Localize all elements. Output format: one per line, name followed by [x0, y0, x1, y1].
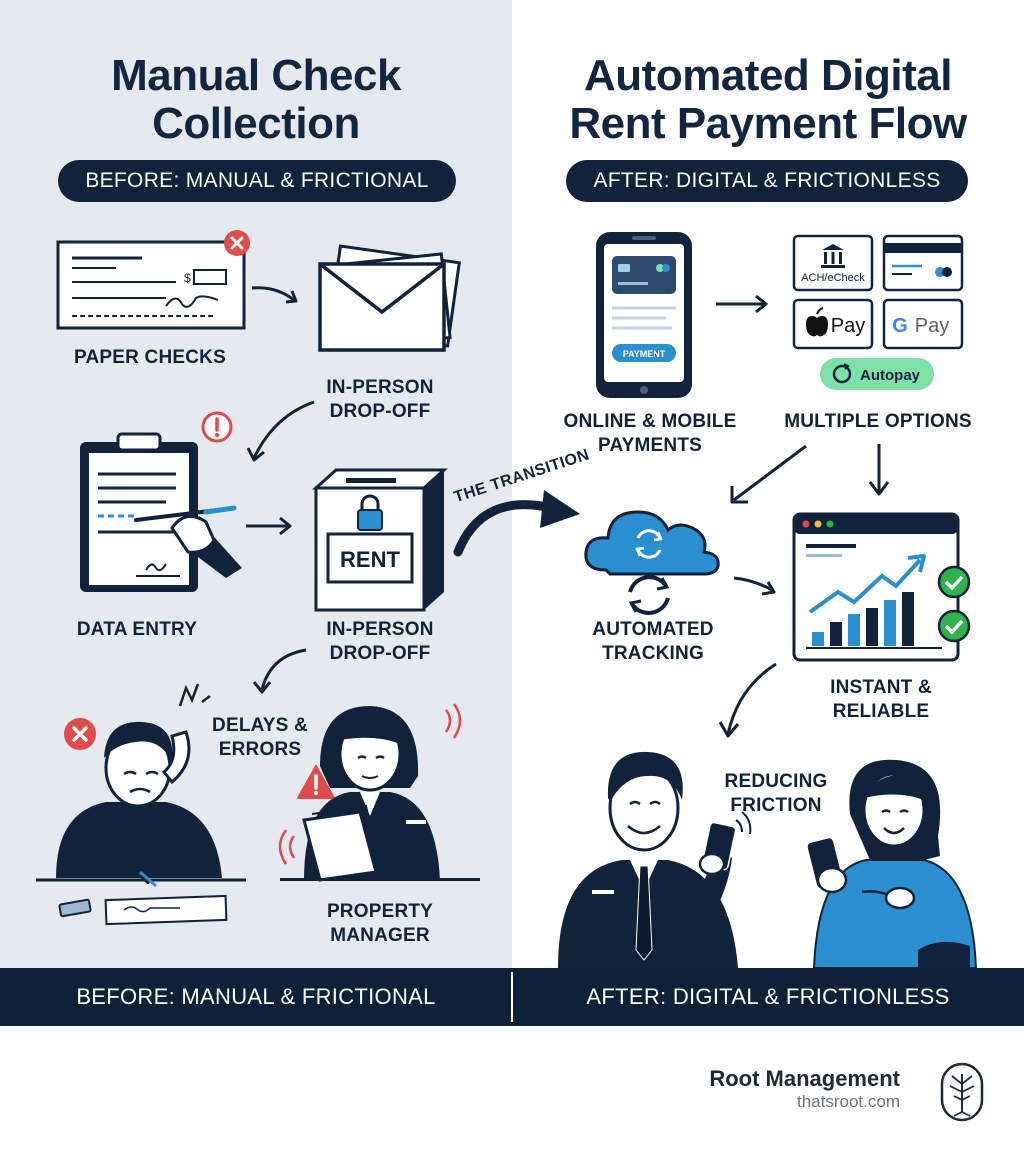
online-line2: PAYMENTS [597, 435, 702, 456]
label-reducing-friction: REDUCING FRICTION [716, 770, 836, 818]
clipboard-illustration [80, 432, 242, 592]
dropoff-1-line2: DROP-OFF [329, 401, 431, 422]
property-manager-illustration [278, 703, 462, 882]
transition-arrow [453, 490, 580, 557]
before-pill: BEFORE: MANUAL & FRICTIONAL [58, 160, 456, 202]
dashboard-illustration [792, 512, 971, 662]
arrow-icon [733, 576, 776, 596]
label-in-person-dropoff-2: IN-PERSON DROP-OFF [300, 618, 460, 666]
google-pay-label: Pay [915, 315, 949, 337]
autopay-label: Autopay [860, 367, 921, 384]
label-delays-errors: DELAYS & ERRORS [200, 714, 320, 762]
label-automated-tracking: AUTOMATED TRACKING [568, 618, 738, 666]
paper-check-illustration: $ [56, 240, 246, 330]
online-line1: ONLINE & MOBILE [563, 411, 737, 432]
label-multiple-options: MULTIPLE OPTIONS [784, 411, 972, 432]
brand-url: thatsroot.com [797, 1092, 900, 1111]
tracking-line2: TRACKING [602, 643, 704, 664]
footer-after-label: AFTER: DIGITAL & FRICTIONLESS [586, 984, 950, 1009]
google-g-icon: G [892, 315, 908, 337]
arrow-icon [718, 662, 777, 738]
delays-line1: DELAYS & [212, 715, 308, 736]
arrow-icon [246, 400, 315, 462]
dropoff-2-line1: IN-PERSON [326, 619, 434, 640]
label-instant-reliable: INSTANT & RELIABLE [806, 676, 956, 724]
arrow-icon [730, 444, 807, 504]
arrow-icon [251, 286, 298, 304]
arrow-icon [868, 444, 890, 496]
arrow-icon [246, 516, 292, 536]
label-paper-checks: PAPER CHECKS [74, 347, 226, 368]
after-title: Automated Digital Rent Payment Flow [512, 52, 1024, 148]
friction-line1: REDUCING [724, 771, 828, 792]
phone-payment-button: PAYMENT [623, 349, 666, 359]
payment-options-illustration: ACH/eCheck Pay G Pay Autopay [792, 234, 964, 390]
after-title-line1: Automated Digital [584, 51, 952, 100]
before-title-line2: Collection [152, 99, 360, 148]
instant-line2: RELIABLE [832, 701, 930, 722]
label-data-entry: DATA ENTRY [76, 619, 198, 640]
delays-line2: ERRORS [218, 739, 302, 760]
brand-name: Root Management [709, 1066, 900, 1091]
after-title-line2: Rent Payment Flow [569, 99, 967, 148]
error-x-icon [64, 718, 96, 750]
check-dollar-sign: $ [184, 271, 191, 285]
warning-icon [297, 765, 335, 799]
stressed-person-illustration [36, 721, 246, 926]
stress-marks-icon [178, 683, 211, 707]
alert-icon [201, 411, 233, 443]
manager-line2: MANAGER [330, 925, 430, 946]
footer-divider [511, 972, 513, 1022]
desk-line [280, 878, 480, 881]
phone-illustration: PAYMENT [596, 232, 692, 398]
label-in-person-dropoff-1: IN-PERSON DROP-OFF [300, 376, 460, 424]
rent-dropbox-illustration: RENT [312, 468, 448, 612]
ach-label: ACH/eCheck [801, 272, 865, 284]
after-pill: AFTER: DIGITAL & FRICTIONLESS [566, 160, 968, 202]
cloud-sync-illustration [584, 510, 720, 615]
envelopes-illustration [318, 244, 461, 352]
arrow-icon [252, 648, 307, 694]
manager-line1: PROPERTY [326, 901, 434, 922]
rent-box-label: RENT [340, 547, 400, 572]
error-x-icon [224, 230, 250, 256]
smiling-man-illustration [558, 751, 752, 968]
friction-line2: FRICTION [730, 795, 822, 816]
arrow-icon [716, 294, 768, 314]
tree-logo-icon [940, 1062, 984, 1122]
apple-pay-label: Pay [831, 315, 865, 337]
dropoff-1-line1: IN-PERSON [326, 377, 434, 398]
dropoff-2-line2: DROP-OFF [329, 643, 431, 664]
label-online-mobile: ONLINE & MOBILE PAYMENTS [552, 410, 748, 458]
before-title-line1: Manual Check [111, 51, 401, 100]
footer-before-label: BEFORE: MANUAL & FRICTIONAL [76, 984, 436, 1009]
label-property-manager: PROPERTY MANAGER [300, 900, 460, 948]
before-title: Manual Check Collection [0, 52, 512, 148]
instant-line1: INSTANT & [830, 677, 932, 698]
smiling-woman-illustration [807, 759, 978, 969]
tracking-line1: AUTOMATED [592, 619, 714, 640]
